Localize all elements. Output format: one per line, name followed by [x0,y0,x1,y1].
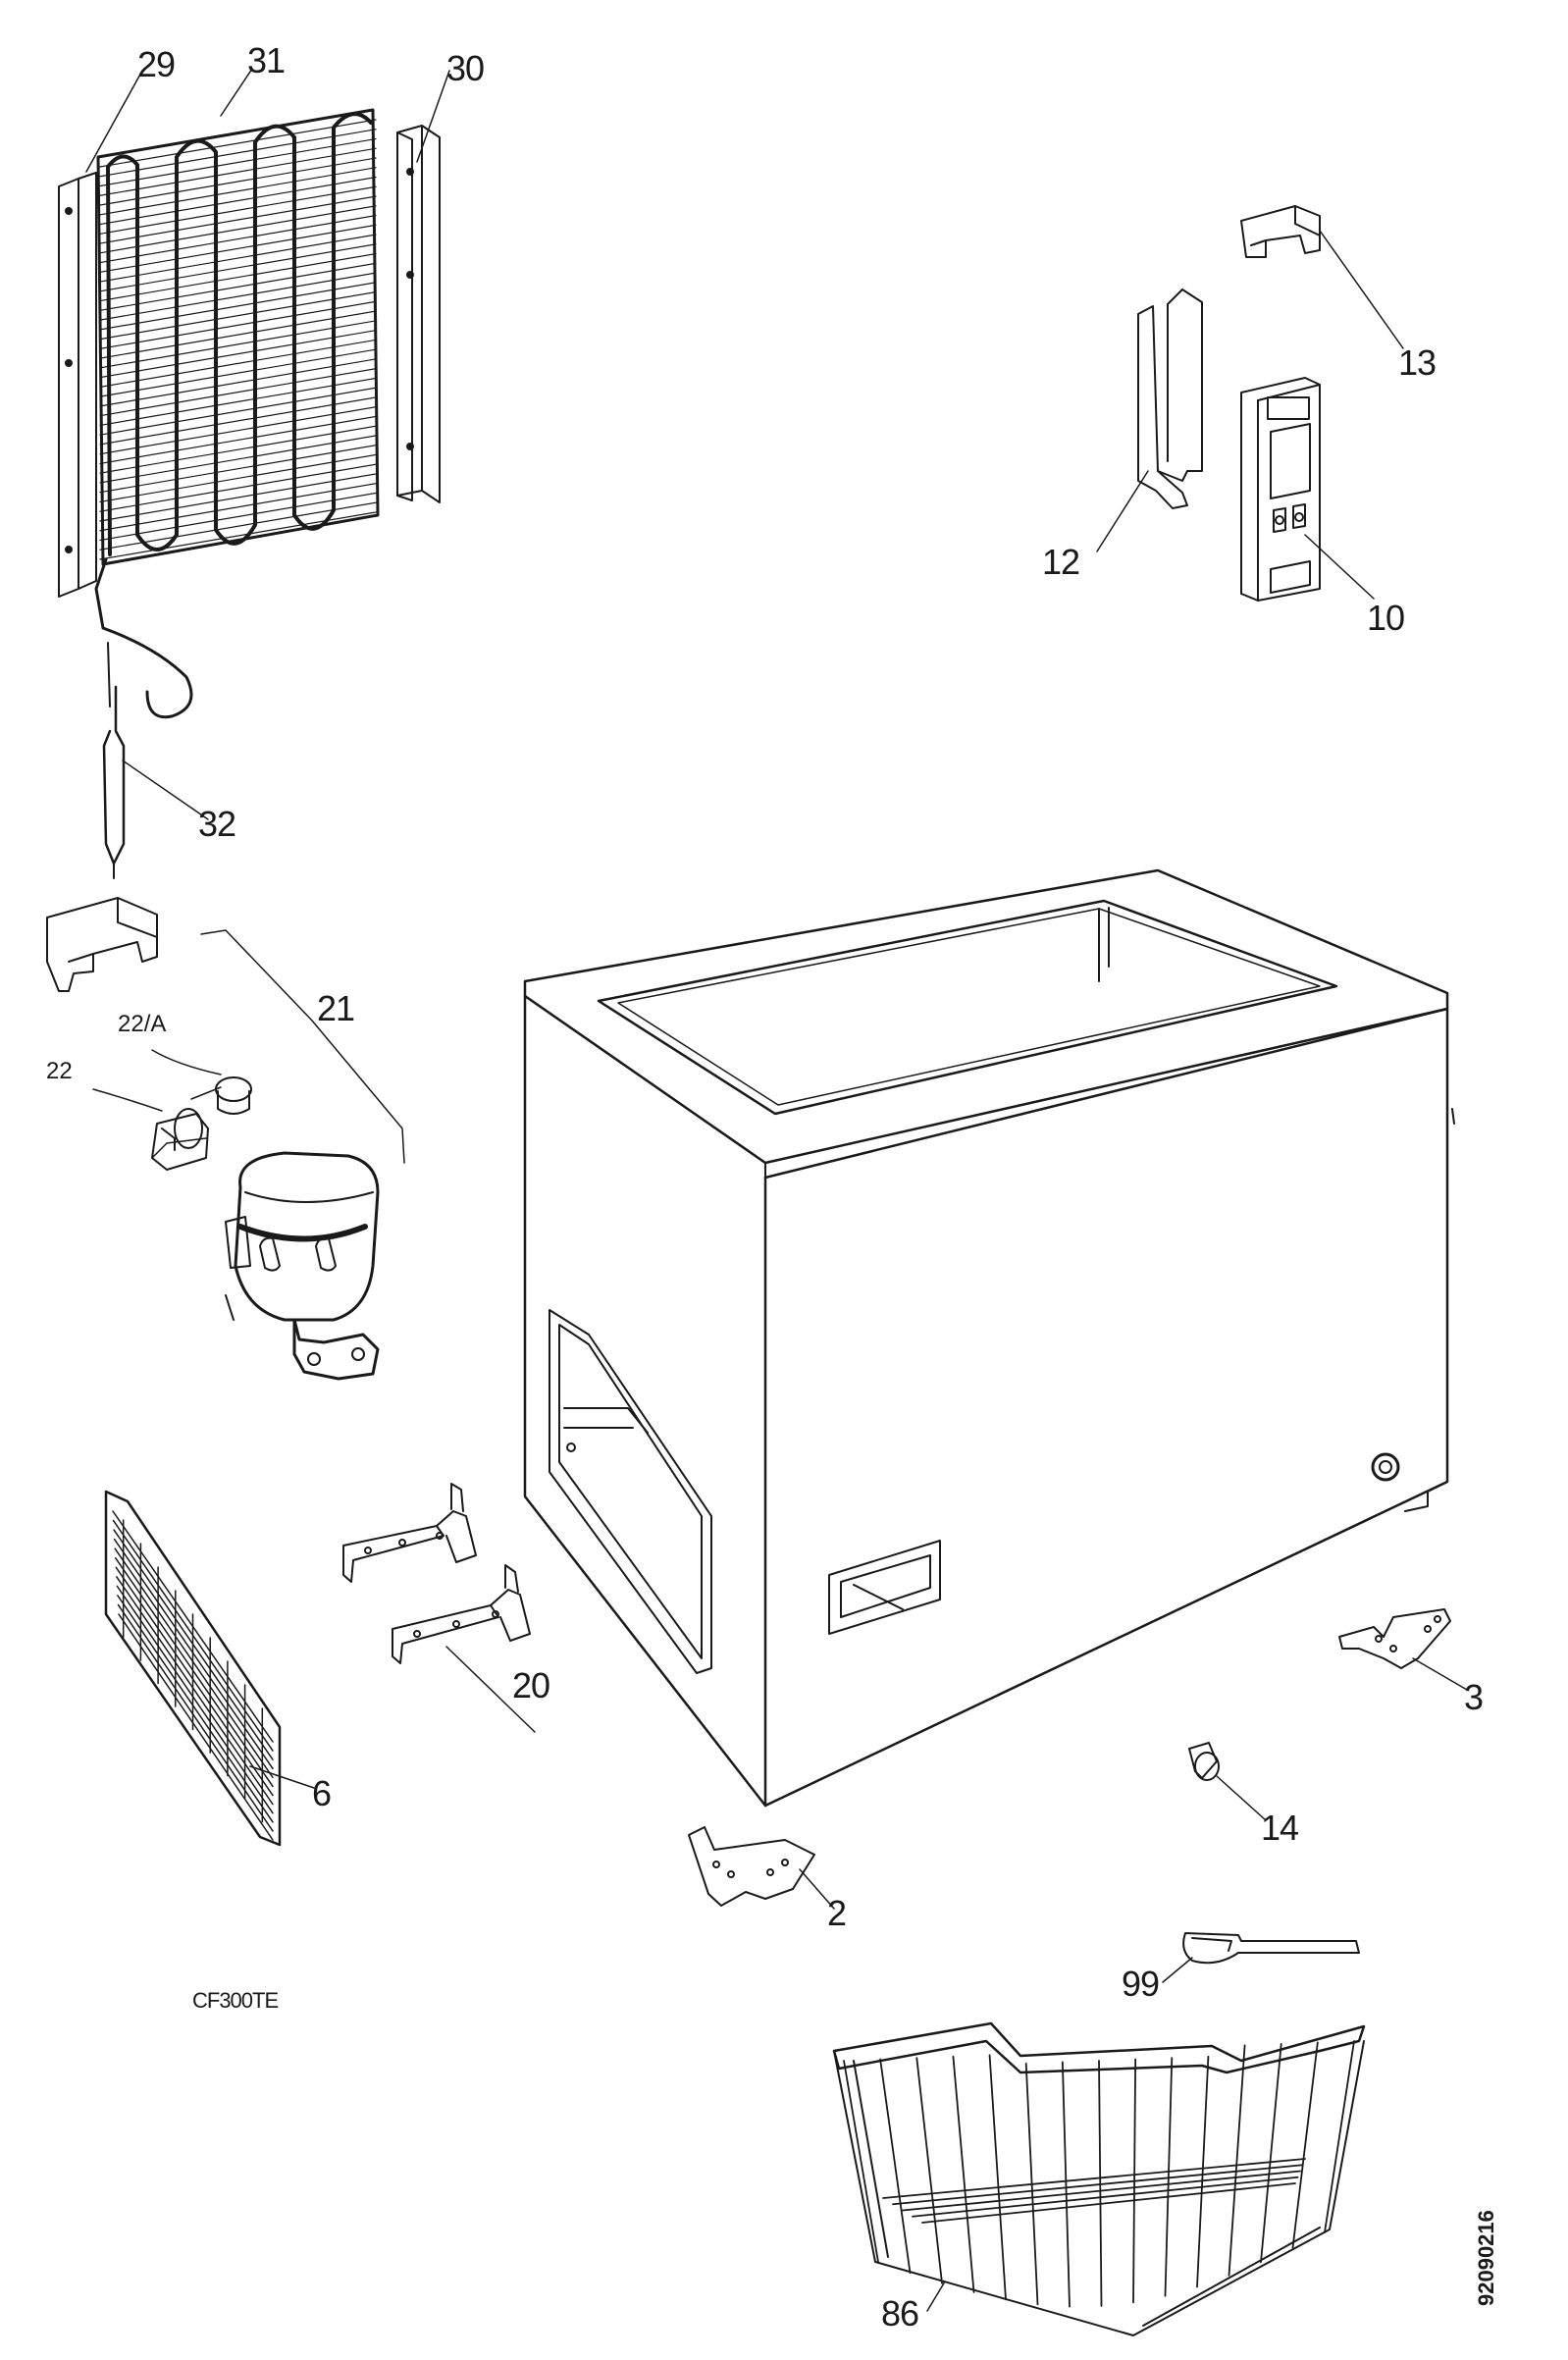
document-number: 92090216 [1474,2210,1498,2306]
filter-drier [104,643,124,878]
freezer-cabinet [525,870,1454,1806]
part-label-30: 30 [446,48,485,88]
part-label-86: 86 [881,2293,919,2334]
hinge-right [1339,1609,1467,1690]
wire-basket [834,2023,1364,2335]
condenser-bracket-right [397,126,440,502]
part-label-6: 6 [312,1773,332,1813]
part-label-29: 29 [137,44,176,84]
model-caption: CF300TE [192,1988,279,2013]
part-label-3: 3 [1464,1677,1484,1717]
part-label-22: 22 [46,1058,73,1084]
hinge-left [689,1827,834,1909]
leader-lines [86,69,1403,819]
overload-protector [152,1050,251,1114]
ventilation-grille [106,1492,314,1845]
label-21-bracket [201,930,404,1163]
part-label-12: 12 [1042,542,1080,582]
hinge-brackets [343,1484,535,1732]
thermostat-cover [1241,206,1320,257]
condenser-coil [98,110,378,564]
part-label-31: 31 [247,40,286,80]
thermostat-panel [1241,378,1320,601]
part-label-10: 10 [1367,598,1405,638]
part-label-32: 32 [198,804,236,844]
part-label-22a: 22/A [118,1011,167,1037]
condenser-assembly [59,110,440,717]
drain-plug [1189,1743,1266,1820]
condenser-bracket-left [59,173,96,597]
start-relay [93,1089,208,1170]
part-label-14: 14 [1261,1808,1299,1848]
part-label-99: 99 [1122,1964,1160,2004]
lock-key [1163,1933,1359,1982]
condenser-pipe [96,559,191,717]
thermostat-housing [1138,289,1202,508]
part-label-20: 20 [512,1665,550,1705]
part-label-13: 13 [1398,342,1437,383]
compressor-relay-cover [47,898,157,991]
part-label-2: 2 [827,1893,847,1933]
part-label-21: 21 [317,988,355,1028]
compressor [226,1153,378,1379]
